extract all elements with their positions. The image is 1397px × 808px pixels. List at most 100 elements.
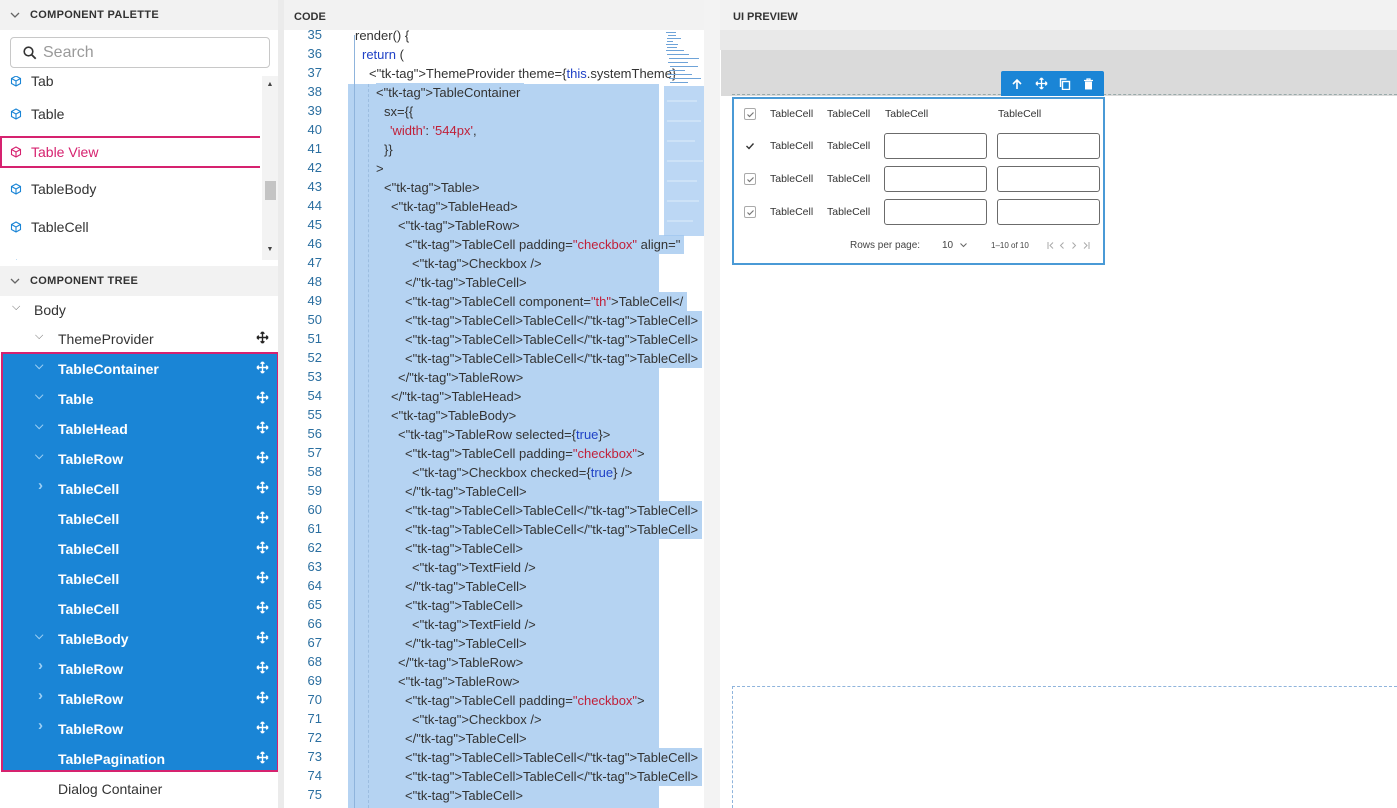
- chevron-down-icon[interactable]: ⌵: [35, 420, 44, 432]
- chevron-down-icon[interactable]: [960, 243, 967, 248]
- move-icon[interactable]: [256, 481, 269, 494]
- chevron-right-icon[interactable]: ›: [38, 657, 43, 674]
- code-line[interactable]: <"tk-tag">TableRow>: [398, 216, 524, 235]
- move-icon[interactable]: [256, 721, 269, 734]
- palette-item-tablebody[interactable]: TableBody: [0, 170, 260, 208]
- chevron-down-icon[interactable]: ⌵: [35, 630, 44, 642]
- first-page-icon[interactable]: [1047, 242, 1055, 249]
- code-scrollbar[interactable]: [704, 0, 720, 808]
- code-line[interactable]: <"tk-tag">Table>: [384, 178, 484, 197]
- tree-node[interactable]: ›TableRow: [0, 684, 278, 714]
- code-line[interactable]: <"tk-tag">TableCell>TableCell</"tk-tag">…: [405, 311, 703, 330]
- palette-item-table-view[interactable]: Table View: [0, 136, 260, 168]
- code-line[interactable]: <"tk-tag">Checkbox />: [412, 254, 546, 273]
- tree-node[interactable]: ⌵TableHead: [0, 414, 278, 444]
- chevron-down-icon[interactable]: ⌵: [12, 301, 21, 313]
- search-input[interactable]: Search: [10, 37, 270, 68]
- text-field[interactable]: [997, 133, 1100, 159]
- move-icon[interactable]: [256, 361, 269, 374]
- copy-icon[interactable]: [1059, 77, 1071, 90]
- code-line[interactable]: <"tk-tag">TableCell>: [405, 539, 527, 558]
- code-line[interactable]: <"tk-tag">TableCell padding="checkbox" a…: [405, 235, 685, 254]
- palette-header[interactable]: COMPONENT PALETTE: [0, 0, 278, 30]
- checkbox[interactable]: [744, 206, 756, 218]
- code-line[interactable]: <"tk-tag">ThemeProvider theme={this.syst…: [369, 66, 677, 81]
- code-line[interactable]: <"tk-tag">TableCell>TableCell</"tk-tag">…: [405, 520, 703, 539]
- code-line[interactable]: >: [376, 159, 388, 178]
- code-line[interactable]: 'width': '544px',: [390, 121, 481, 140]
- code-line[interactable]: <"tk-tag">TableCell>: [405, 596, 527, 615]
- code-line[interactable]: </"tk-tag">TableCell>: [405, 482, 531, 501]
- text-field[interactable]: [997, 199, 1100, 225]
- tree-node[interactable]: TableCell: [0, 534, 278, 564]
- palette-scrollbar[interactable]: ▲ ▼: [262, 76, 278, 260]
- chevron-right-icon[interactable]: ›: [38, 477, 43, 494]
- rows-per-page-select[interactable]: 10: [942, 240, 954, 251]
- tree-node[interactable]: ⌵TableRow: [0, 444, 278, 474]
- move-icon[interactable]: [256, 541, 269, 554]
- tree-node[interactable]: ›TableRow: [0, 654, 278, 684]
- code-line[interactable]: <"tk-tag">TableCell padding="checkbox">: [405, 691, 649, 710]
- code-line[interactable]: <"tk-tag">TableCell>TableCell</"tk-tag">…: [405, 767, 703, 786]
- checkbox[interactable]: [744, 173, 756, 185]
- code-line[interactable]: </"tk-tag">TableHead>: [391, 387, 526, 406]
- move-icon[interactable]: [256, 451, 269, 464]
- text-field[interactable]: [884, 199, 987, 225]
- code-line[interactable]: <"tk-tag">TableContainer: [376, 83, 525, 102]
- tree-header[interactable]: COMPONENT TREE: [0, 266, 278, 296]
- chevron-down-icon[interactable]: ⌵: [35, 360, 44, 372]
- table-preview[interactable]: TableCell TableCell TableCell TableCell …: [732, 97, 1105, 265]
- palette-item-table[interactable]: Table: [0, 95, 260, 133]
- code-line[interactable]: <"tk-tag">TableCell>TableCell</"tk-tag">…: [405, 330, 703, 349]
- tree-node[interactable]: ›TableCell: [0, 474, 278, 504]
- palette-list[interactable]: Tab Table Table View TableBody TableCell: [0, 76, 260, 260]
- tree-node[interactable]: ⌵TableContainer: [0, 354, 278, 384]
- last-page-icon[interactable]: [1082, 242, 1090, 249]
- tree-node[interactable]: ⌵Body: [0, 295, 278, 325]
- code-line[interactable]: <"tk-tag">TableCell component="th">Table…: [405, 292, 688, 311]
- palette-item-tablecell[interactable]: TableCell: [0, 208, 260, 246]
- code-line[interactable]: return (: [362, 47, 404, 62]
- code-line[interactable]: </"tk-tag">TableCell>: [405, 273, 531, 292]
- tree-node[interactable]: TableCell: [0, 504, 278, 534]
- code-line[interactable]: <"tk-tag">TextField />: [412, 558, 540, 577]
- tree-node[interactable]: TablePagination: [0, 744, 278, 774]
- text-field[interactable]: [884, 166, 987, 192]
- next-page-icon[interactable]: [1071, 242, 1077, 249]
- code-line[interactable]: <"tk-tag">TextField />: [412, 615, 540, 634]
- prev-page-icon[interactable]: [1059, 242, 1065, 249]
- tree-node[interactable]: ⌵TableBody: [0, 624, 278, 654]
- code-line[interactable]: }}: [384, 140, 397, 159]
- move-icon[interactable]: [256, 691, 269, 704]
- move-icon[interactable]: [256, 421, 269, 434]
- checkbox-checked[interactable]: [744, 140, 756, 152]
- code-line[interactable]: <"tk-tag">TableCell>: [405, 786, 527, 805]
- tree-node[interactable]: TableCell: [0, 594, 278, 624]
- code-line[interactable]: <"tk-tag">TableHead>: [391, 197, 522, 216]
- move-icon[interactable]: [1035, 77, 1048, 90]
- delete-icon[interactable]: [1083, 77, 1094, 90]
- code-line[interactable]: </"tk-tag">TableRow>: [398, 368, 528, 387]
- code-line[interactable]: <"tk-tag">Checkbox />: [412, 710, 546, 729]
- move-icon[interactable]: [256, 571, 269, 584]
- code-line[interactable]: render() {: [355, 28, 410, 43]
- tree-node[interactable]: TableCell: [0, 564, 278, 594]
- chevron-down-icon[interactable]: ⌵: [35, 390, 44, 402]
- move-icon[interactable]: [256, 511, 269, 524]
- tree-node[interactable]: ⌵ThemeProvider: [0, 324, 278, 354]
- code-line[interactable]: </"tk-tag">TableCell>: [405, 634, 531, 653]
- move-icon[interactable]: [256, 631, 269, 644]
- scroll-up-icon[interactable]: ▲: [266, 81, 274, 88]
- code-line[interactable]: </"tk-tag">TableCell>: [405, 729, 531, 748]
- checkbox[interactable]: [744, 108, 756, 120]
- chevron-down-icon[interactable]: ⌵: [35, 330, 44, 342]
- move-icon[interactable]: [256, 661, 269, 674]
- chevron-down-icon[interactable]: ⌵: [35, 450, 44, 462]
- code-line[interactable]: <"tk-tag">Checkbox checked={true} />: [412, 463, 637, 482]
- code-line[interactable]: <"tk-tag">TableRow>: [398, 672, 524, 691]
- text-field[interactable]: [884, 133, 987, 159]
- code-line[interactable]: </"tk-tag">TableCell>: [405, 577, 531, 596]
- divider[interactable]: [278, 0, 284, 808]
- code-line[interactable]: <"tk-tag">TableCell>TableCell</"tk-tag">…: [405, 501, 703, 520]
- code-line[interactable]: <"tk-tag">TableCell>TableCell</"tk-tag">…: [405, 748, 703, 767]
